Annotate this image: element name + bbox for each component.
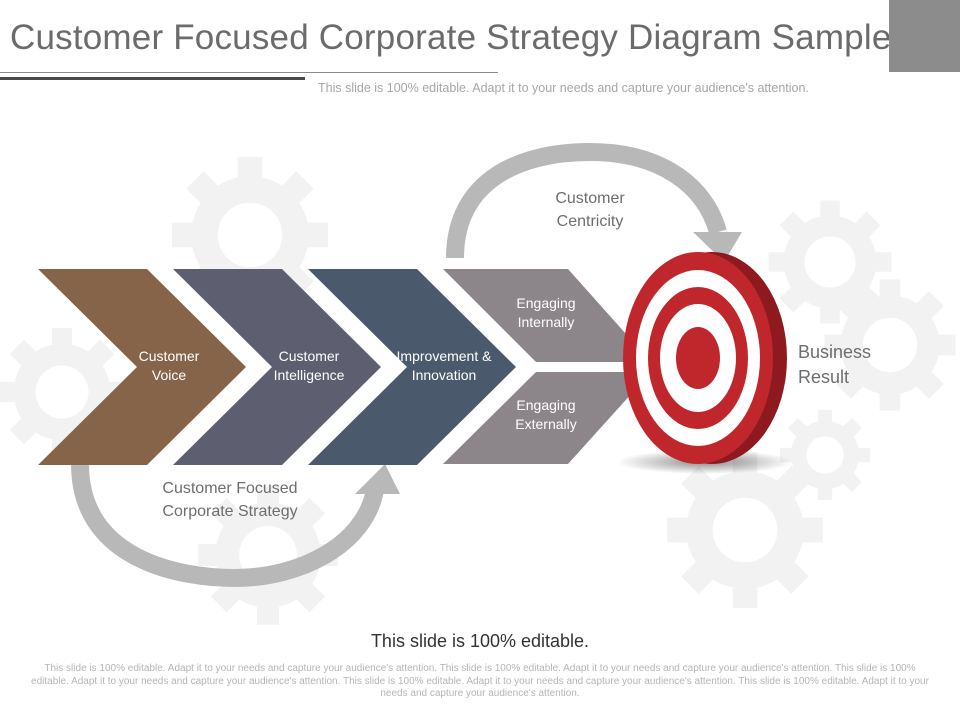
- chevron-label-customer-intelligence: Customer Intelligence: [273, 348, 345, 383]
- gear-icon: [779, 409, 871, 501]
- title-divider-thin: [0, 72, 498, 73]
- arrow-engaging-internally: [443, 269, 651, 362]
- chevron-customer-voice: [38, 269, 246, 465]
- corner-accent-box: [889, 0, 960, 72]
- arrow-label-engaging-externally: Engaging Externally: [515, 397, 577, 432]
- target-icon: [617, 252, 793, 474]
- chevron-improvement-innovation: [308, 269, 516, 465]
- page-title: Customer Focused Corporate Strategy Diag…: [10, 18, 892, 57]
- label-customer-centricity: Customer Centricity: [555, 190, 625, 230]
- label-business-result: Business Result: [798, 342, 872, 387]
- bottom-curved-arrow: [71, 463, 400, 588]
- editable-heading: This slide is 100% editable.: [370, 631, 590, 651]
- arrow-label-engaging-internally: Engaging Internally: [516, 295, 576, 330]
- chevron-customer-intelligence: [173, 269, 381, 465]
- arrow-engaging-externally: [443, 372, 651, 464]
- chevron-label-customer-voice: Customer Voice: [138, 348, 200, 383]
- label-customer-focused-strategy: Customer Focused Corporate Strategy: [162, 480, 298, 520]
- top-curved-arrow: [446, 142, 742, 262]
- page-subtitle: This slide is 100% editable. Adapt it to…: [318, 81, 809, 95]
- footer-body-text: This slide is 100% editable. Adapt it to…: [31, 663, 929, 699]
- chevron-label-improvement-innovation: Improvement & Innovation: [396, 348, 492, 383]
- title-divider-thick: [0, 77, 305, 80]
